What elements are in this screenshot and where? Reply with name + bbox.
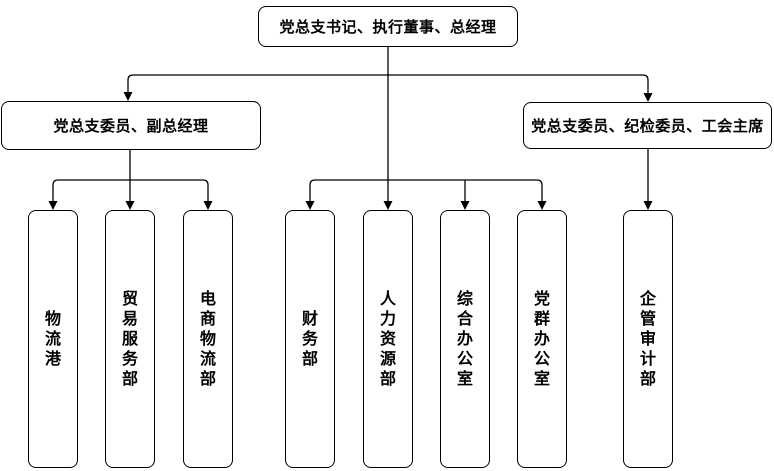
node-hr-dept-label: 人力资源部: [379, 289, 396, 388]
node-secretary-director-gm: 党总支书记、执行董事、总经理: [258, 6, 518, 47]
node-hr-dept: 人力资源部: [363, 210, 413, 468]
node-finance-dept-label: 财务部: [301, 309, 318, 368]
node-logistics-port: 物流港: [28, 210, 78, 468]
edge-top-to-left-right-rail: [127, 74, 649, 94]
edge-middle-group-rail: [309, 179, 543, 201]
node-enterprise-mgmt-audit-dept: 企管审计部: [623, 210, 673, 468]
node-general-office-label: 综合办公室: [456, 289, 473, 388]
node-enterprise-mgmt-audit-dept-label: 企管审计部: [639, 289, 656, 388]
node-committee-discipline-union-chair: 党总支委员、纪检委员、工会主席: [523, 102, 772, 149]
node-committee-discipline-union-chair-label: 党总支委员、纪检委员、工会主席: [531, 117, 764, 135]
node-trade-service-dept: 贸易服务部: [105, 210, 155, 468]
node-ecommerce-logistics-dept: 电商物流部: [183, 210, 233, 468]
node-party-masses-office-label: 党群办公室: [533, 289, 550, 388]
node-finance-dept: 财务部: [285, 210, 335, 468]
node-ecommerce-logistics-dept-label: 电商物流部: [199, 289, 216, 388]
edge-left-group-rail: [52, 179, 209, 201]
node-logistics-port-label: 物流港: [44, 309, 61, 368]
node-general-office: 综合办公室: [440, 210, 490, 468]
node-committee-deputy-gm: 党总支委员、副总经理: [1, 101, 261, 150]
node-committee-deputy-gm-label: 党总支委员、副总经理: [53, 117, 209, 135]
node-party-masses-office: 党群办公室: [517, 210, 567, 468]
node-secretary-director-gm-label: 党总支书记、执行董事、总经理: [279, 18, 497, 36]
node-trade-service-dept-label: 贸易服务部: [121, 289, 138, 388]
